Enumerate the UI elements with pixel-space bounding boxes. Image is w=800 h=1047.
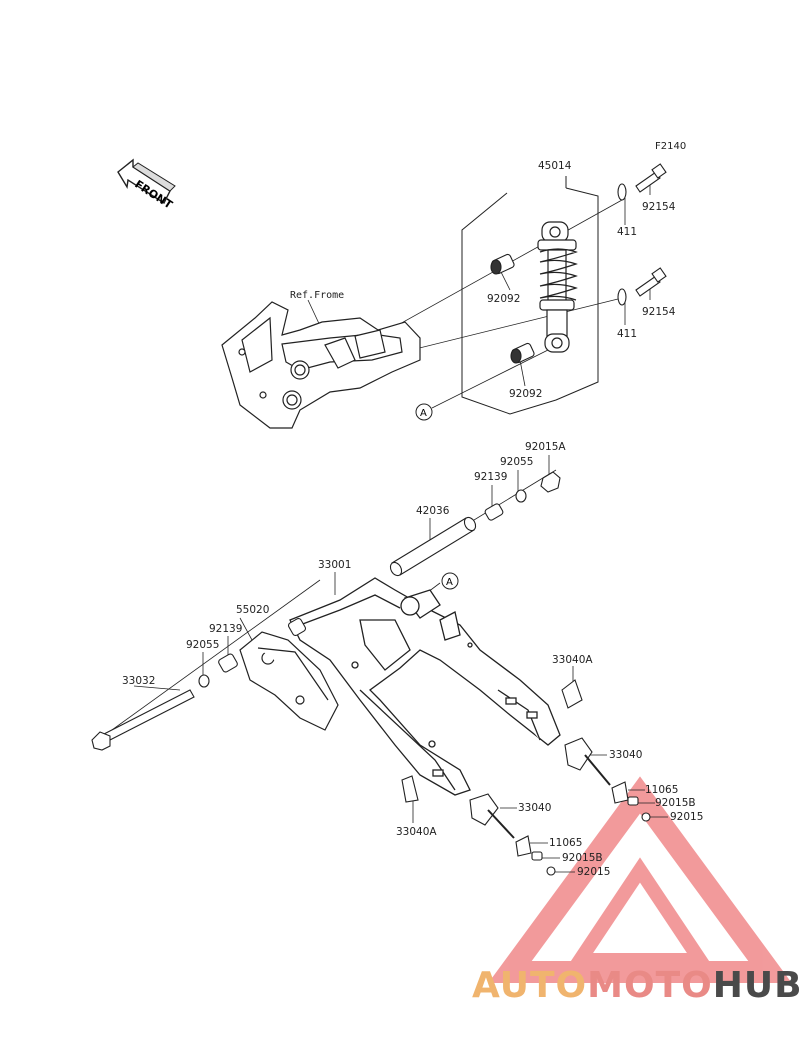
callout-a-lower-label: A <box>446 577 453 588</box>
left-adjuster <box>401 775 556 876</box>
part-33040a-left: 33040A <box>396 826 437 838</box>
part-92055-left: 92055 <box>186 639 220 651</box>
frame-reference <box>221 301 421 429</box>
part-92139-top: 92139 <box>474 471 508 483</box>
ref-frame-label: Ref.Frome <box>290 290 345 301</box>
part-92015b-left: 92015B <box>562 852 603 864</box>
callout-a-upper: A <box>415 403 433 421</box>
part-11065-left: 11065 <box>549 837 583 849</box>
part-33040-right: 33040 <box>609 749 643 761</box>
watermark-text: AUTOMOTOHUB <box>472 965 800 1006</box>
part-92092-lower: 92092 <box>509 388 543 400</box>
leader-lines <box>104 178 668 873</box>
watermark-logo <box>488 776 792 983</box>
part-42036: 42036 <box>416 505 450 517</box>
part-11065-right: 11065 <box>645 784 679 796</box>
swingarm <box>289 577 561 796</box>
part-411-lower: 411 <box>617 328 638 340</box>
part-92015b-right: 92015B <box>655 797 696 809</box>
front-arrow-icon: FRONT <box>117 158 176 212</box>
part-45014: 45014 <box>538 160 572 172</box>
part-55020: 55020 <box>236 604 270 616</box>
part-92092-upper: 92092 <box>487 293 521 305</box>
part-92055-top: 92055 <box>500 456 534 468</box>
shock-hardware <box>490 163 667 364</box>
part-92139-left: 92139 <box>209 623 243 635</box>
watermark-hub: HUB <box>712 965 800 1006</box>
callout-a-lower: A <box>441 572 459 590</box>
callout-a-upper-label: A <box>420 408 427 419</box>
chain-guard <box>239 631 339 731</box>
part-92154-upper: 92154 <box>642 201 676 213</box>
diagram-code: F2140 <box>655 141 687 152</box>
watermark-auto: AUTO <box>472 965 588 1006</box>
watermark-moto: MOTO <box>587 965 713 1006</box>
part-33040-left: 33040 <box>518 802 552 814</box>
shock-group-frame <box>461 176 599 415</box>
part-92015-right: 92015 <box>670 811 704 823</box>
pivot-hardware <box>389 471 561 577</box>
part-33032: 33032 <box>122 675 156 687</box>
part-33040a-right: 33040A <box>552 654 593 666</box>
shock-absorber <box>537 221 578 353</box>
right-adjuster <box>561 679 651 822</box>
shaft-hardware <box>91 617 307 751</box>
part-411-upper: 411 <box>617 226 638 238</box>
part-92015-left: 92015 <box>577 866 611 878</box>
part-33001: 33001 <box>318 559 352 571</box>
part-92015a: 92015A <box>525 441 566 453</box>
part-92154-lower: 92154 <box>642 306 676 318</box>
